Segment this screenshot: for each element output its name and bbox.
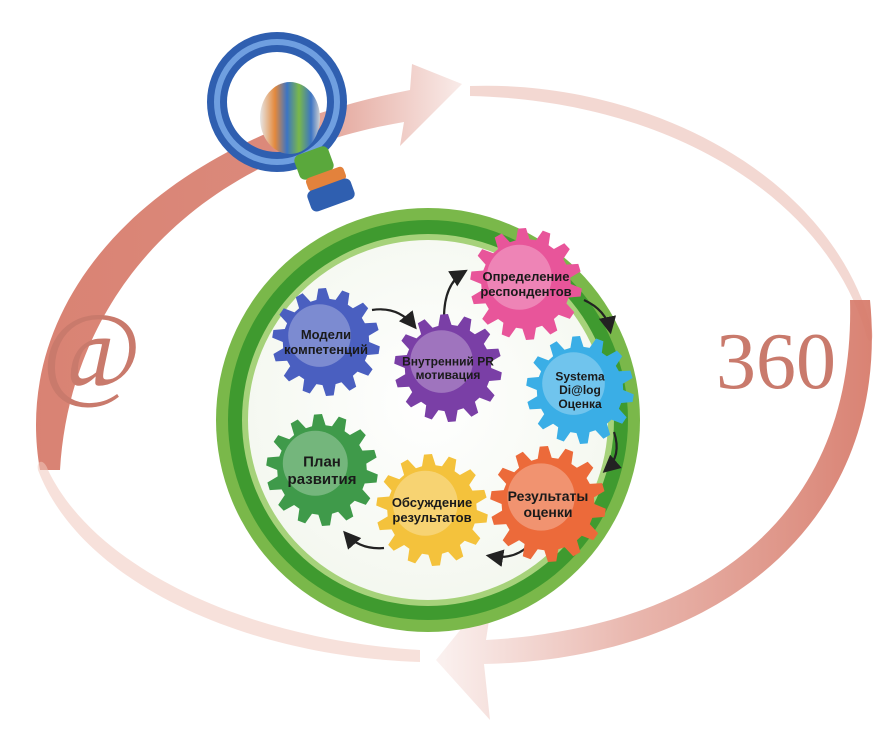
- gear-models-highlight: [288, 304, 351, 367]
- gear-plan-label-line: развития: [288, 471, 357, 488]
- connector-respondents-to-systema: [583, 298, 617, 335]
- connector-pr-to-respondents: [442, 269, 468, 319]
- gear-results-label-line: Результаты: [508, 488, 589, 504]
- gear-internal-pr-label-line: Внутренний PR: [402, 354, 494, 368]
- at-symbol: @: [42, 292, 142, 411]
- gear-discussion-label-line: Обсуждение: [392, 495, 472, 510]
- gear-respondents-label-line: Определение: [482, 269, 569, 284]
- gear-models-label-line: Модели: [301, 327, 351, 342]
- gear-results-highlight: [507, 463, 575, 531]
- gear-systema-label-line: Systema: [555, 369, 605, 383]
- connector-models-to-pr: [371, 308, 417, 330]
- gear-internal-pr-label-line: мотивация: [416, 368, 481, 382]
- gear-respondents-label-line: респондентов: [480, 284, 571, 299]
- label-360: 360: [716, 318, 836, 406]
- gear-plan-label-line: План: [303, 454, 341, 471]
- gear-systema-body: [526, 336, 634, 444]
- gear-results-label-line: оценки: [523, 504, 572, 520]
- gear-internal-pr-highlight: [410, 330, 473, 393]
- gear-discussion-label-line: результатов: [392, 510, 471, 525]
- gear-models-label-line: компетенций: [284, 342, 368, 357]
- gear-systema-highlight: [542, 352, 605, 415]
- connector-systema-to-results: [602, 431, 622, 473]
- stopwatch-crown: [207, 32, 355, 212]
- gear-discussion-body: [376, 454, 488, 566]
- connector-discussion-to-plan: [343, 530, 385, 550]
- gear-systema-label-line: Оценка: [558, 397, 602, 411]
- gear-results-body: [490, 446, 606, 562]
- cycle-arrow-bottom: [37, 300, 872, 720]
- gear-models-body: [272, 288, 380, 396]
- gear-systema-label-line: Di@log: [559, 383, 601, 397]
- gear-respondents-body: [470, 228, 582, 340]
- gear-plan-highlight: [282, 430, 348, 496]
- gear-plan-body: [266, 414, 378, 526]
- gear-discussion-highlight: [392, 470, 458, 536]
- gear-internal-pr-body: [394, 314, 502, 422]
- gear-respondents-highlight: [486, 244, 552, 310]
